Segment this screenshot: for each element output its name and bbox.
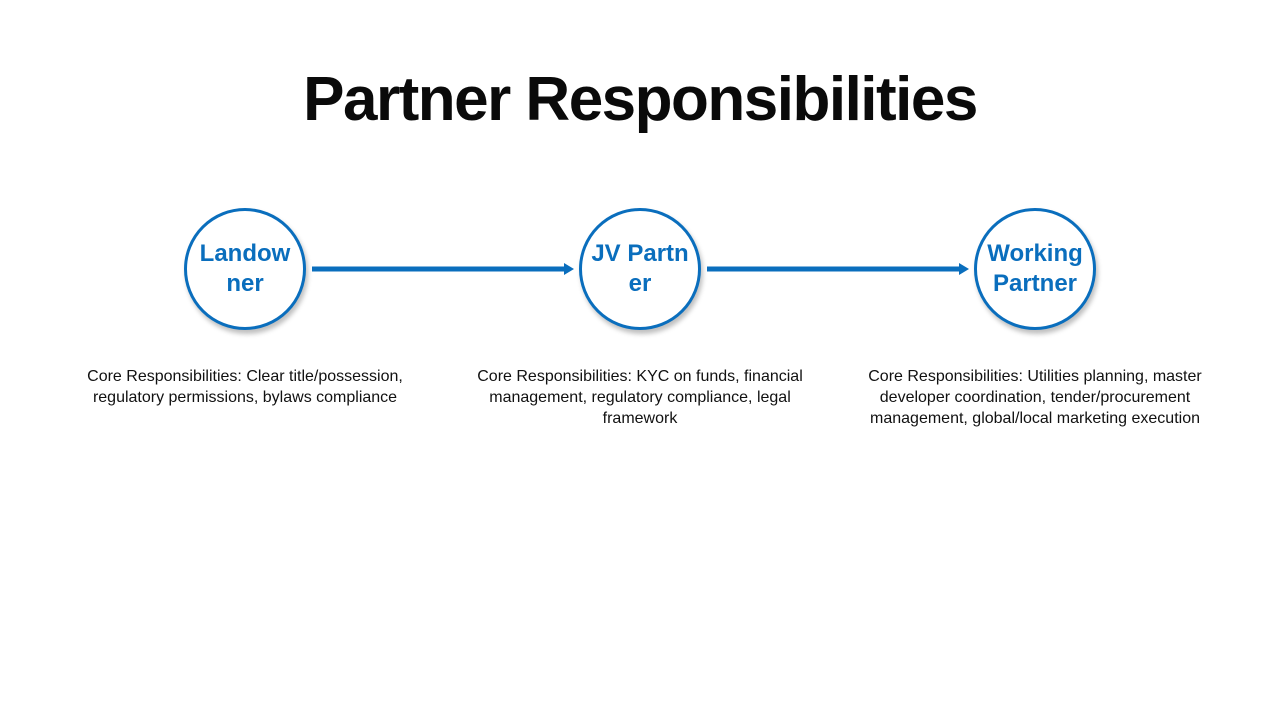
landowner-label: Landowner bbox=[199, 240, 291, 297]
working-partner-description: Core Responsibilities: Utilities plannin… bbox=[868, 368, 1202, 427]
arrow-landowner-to-jv-partner bbox=[312, 263, 574, 275]
arrow-jv-partner-to-working-partner bbox=[707, 263, 969, 275]
jv-partner-description: Core Responsibilities: KYC on funds, fin… bbox=[477, 368, 803, 427]
jv-partner-label: JV Partner bbox=[591, 240, 689, 297]
working-partner-node: Working Partner bbox=[974, 208, 1096, 330]
working-partner-label: Working Partner bbox=[987, 240, 1083, 297]
jv-partner-node: JV Partner bbox=[579, 208, 701, 330]
slide-title: Partner Responsibilities bbox=[303, 65, 978, 134]
landowner-description: Core Responsibilities: Clear title/posse… bbox=[87, 368, 403, 406]
landowner-node: Landowner bbox=[184, 208, 306, 330]
